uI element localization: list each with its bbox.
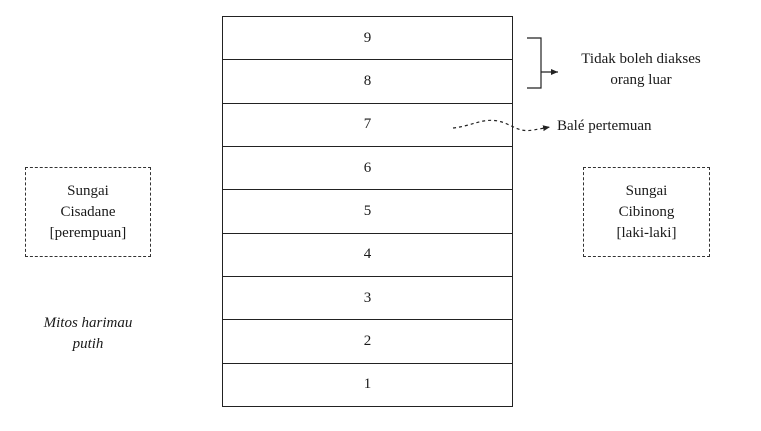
meeting-hall-label: Balé pertemuan [557, 118, 652, 134]
river-right-line-1: Sungai [625, 182, 668, 199]
level-number: 1 [363, 376, 372, 393]
meeting-hall-arrow [452, 119, 551, 132]
river-left-line-1: Sungai [67, 182, 109, 199]
level-6: 6 [223, 147, 512, 191]
level-number: 6 [363, 159, 372, 176]
level-number: 3 [363, 289, 372, 306]
river-cisadane-box: Sungai Cisadane [perempuan] [25, 167, 151, 257]
level-5: 5 [223, 190, 512, 234]
level-number: 4 [363, 246, 372, 263]
restricted-access-label: Tidak boleh diakses orang luar [566, 49, 716, 91]
level-8: 8 [223, 60, 512, 104]
myth-line-1: Mitos harimau [43, 315, 133, 331]
level-number: 9 [363, 29, 372, 46]
level-number: 5 [363, 202, 372, 219]
river-right-line-3: [laki-laki] [616, 224, 677, 241]
restricted-line-1: Tidak boleh diakses [581, 51, 701, 67]
restricted-line-2: orang luar [610, 72, 672, 88]
river-cibinong-box: Sungai Cibinong [laki-laki] [583, 167, 710, 257]
level-1: 1 [223, 364, 512, 406]
level-number: 2 [363, 332, 372, 349]
river-left-line-2: Cisadane [60, 203, 116, 220]
river-left-line-3: [perempuan] [49, 224, 127, 241]
level-2: 2 [223, 320, 512, 364]
level-9: 9 [223, 17, 512, 61]
level-4: 4 [223, 234, 512, 277]
river-right-line-2: Cibinong [618, 203, 675, 220]
level-number: 8 [363, 72, 372, 89]
myth-line-2: putih [72, 336, 104, 352]
level-7: 7 [223, 104, 512, 147]
white-tiger-myth-label: Mitos harimau putih [18, 313, 158, 355]
restricted-bracket [527, 37, 542, 89]
level-3: 3 [223, 277, 512, 321]
level-number: 7 [363, 116, 372, 133]
level-stack: 9 8 7 6 5 4 3 2 1 [222, 16, 513, 407]
